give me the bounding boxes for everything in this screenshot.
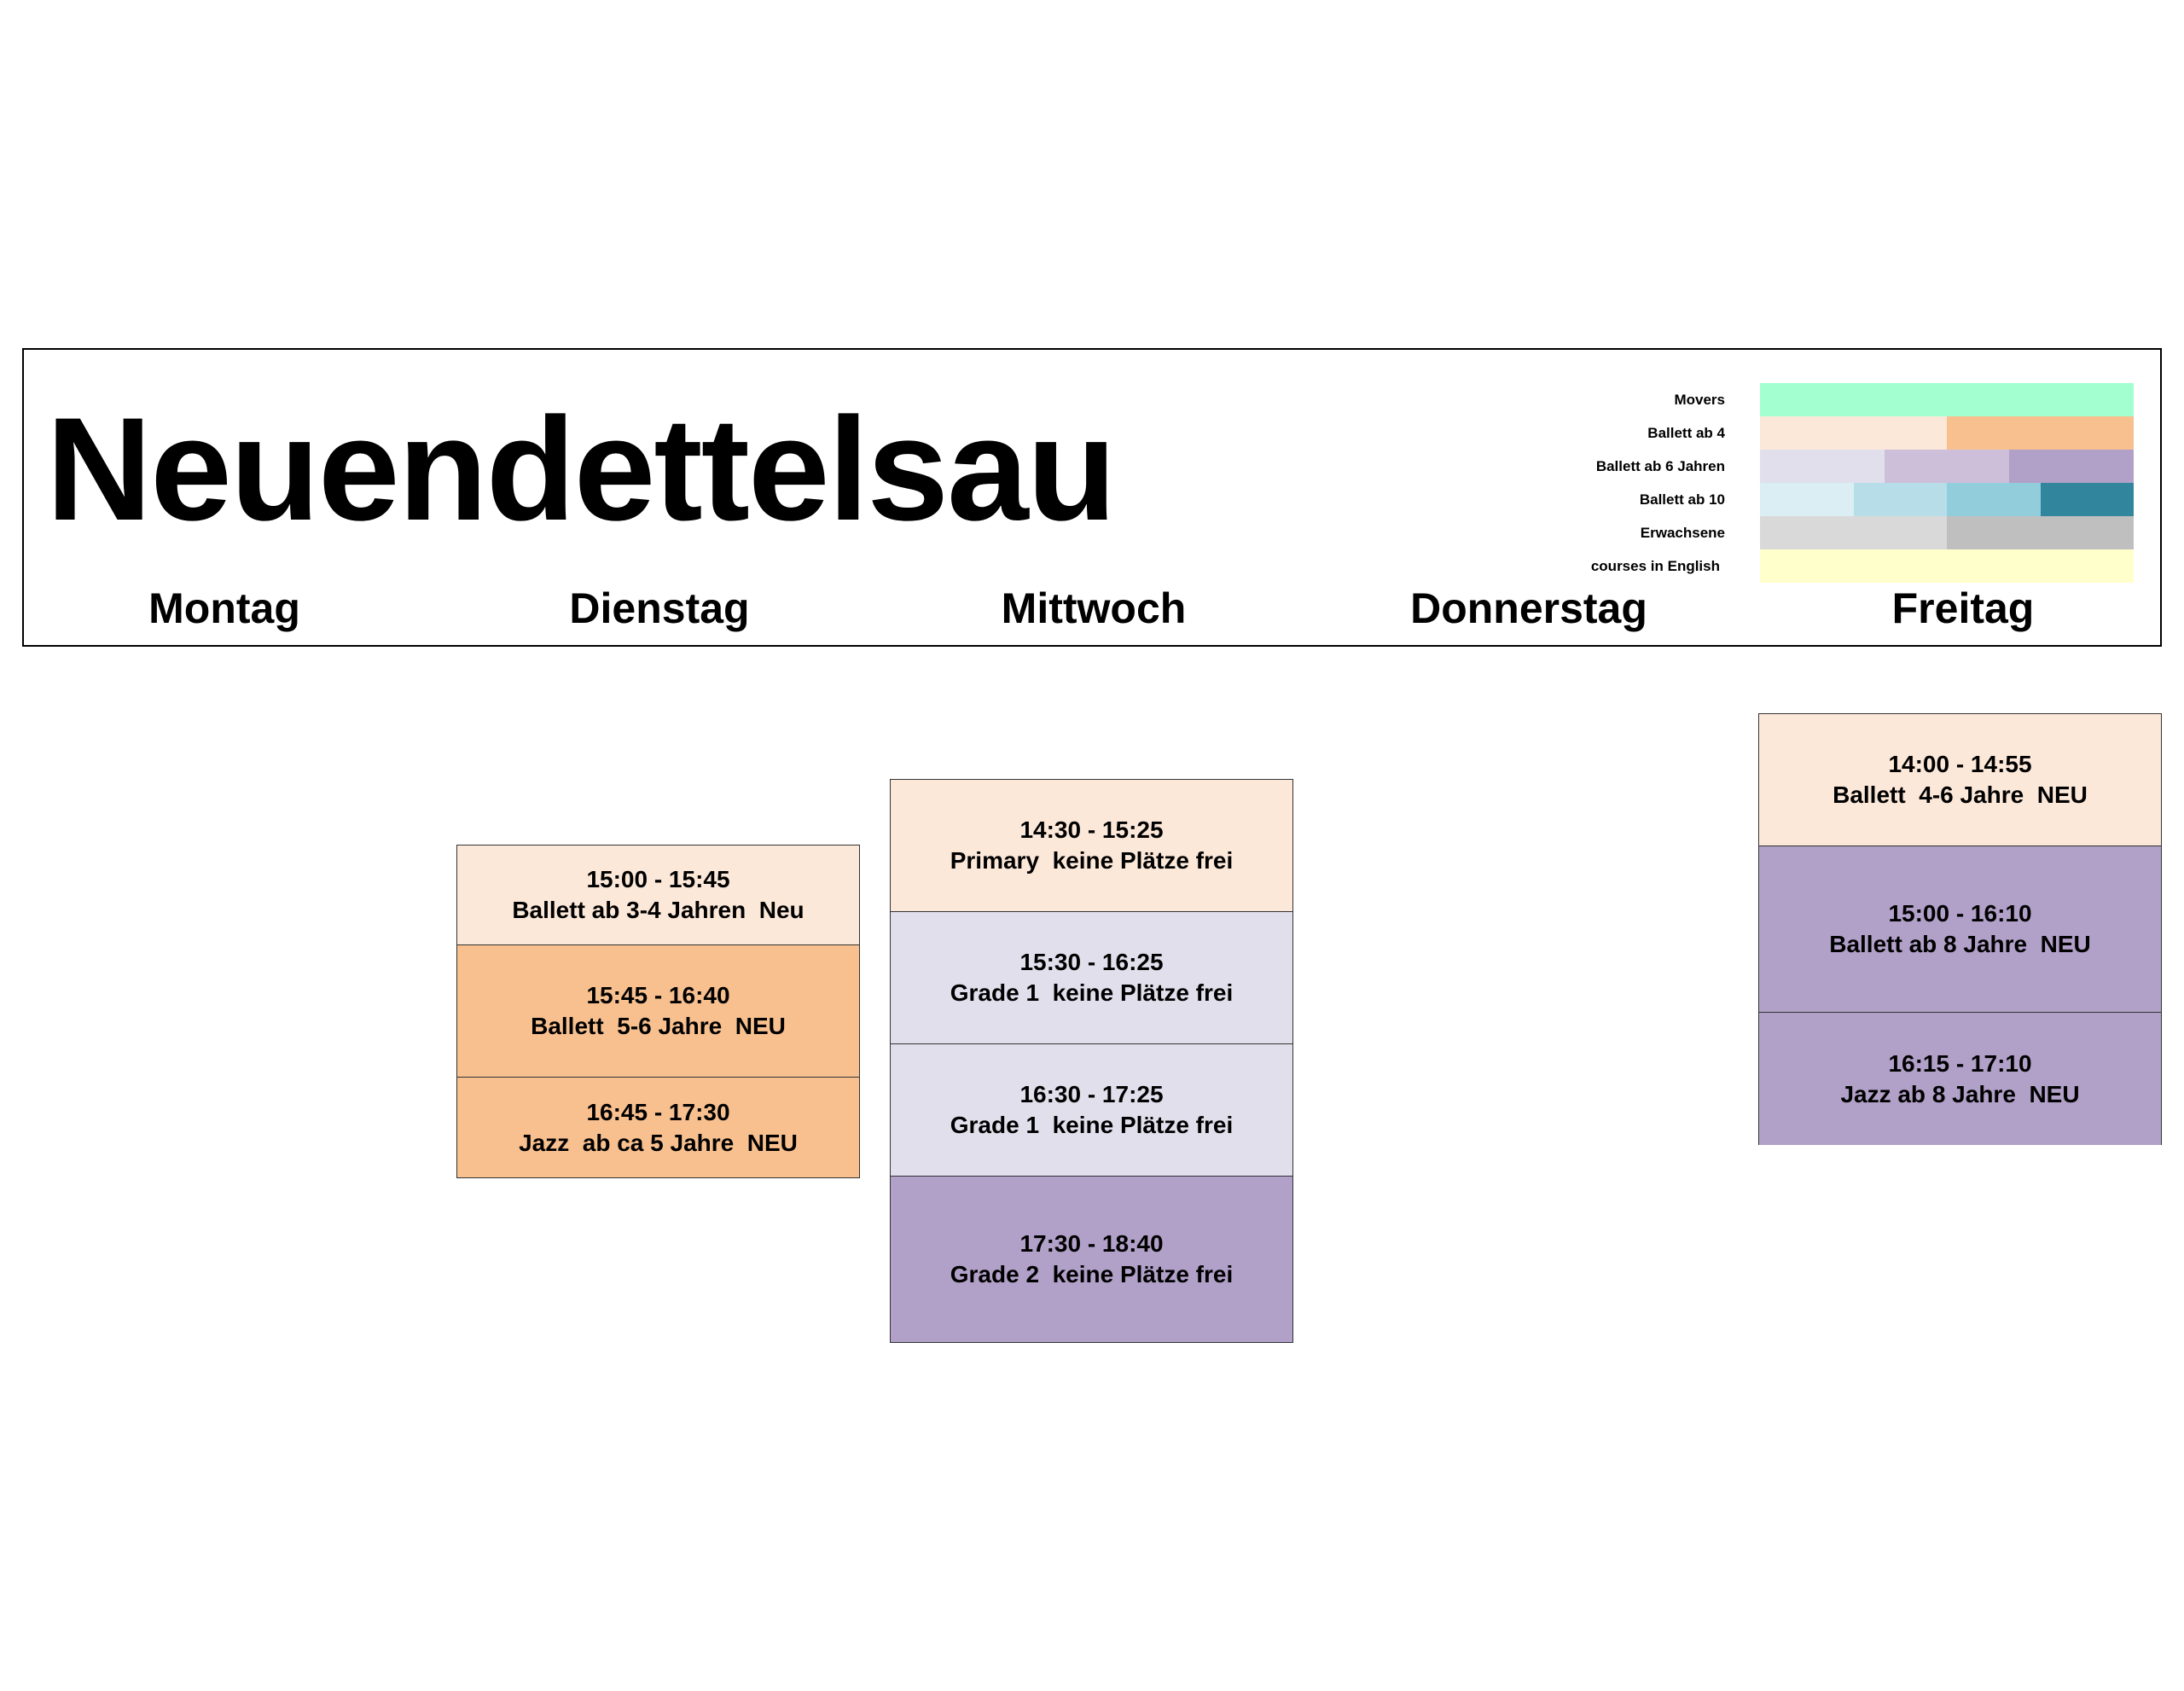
legend-swatch	[2009, 450, 2134, 483]
day-freitag: Freitag	[1891, 584, 2035, 632]
legend-swatch	[1760, 549, 2134, 583]
legend-swatch	[1760, 383, 2134, 416]
legend-swatch	[1947, 416, 2134, 450]
legend-swatch-row	[1760, 383, 2134, 416]
class-time: 16:15 - 17:10	[1888, 1049, 2032, 1077]
class-name: Primary keine Plätze frei	[950, 847, 1234, 874]
schedule-header: Neuendettelsau Movers Ballett ab 4 Balle…	[22, 348, 2162, 647]
legend-label: Movers	[1674, 392, 1725, 408]
legend-swatch	[1947, 516, 2134, 549]
class-name: Ballett ab 3-4 Jahren Neu	[512, 897, 804, 923]
legend-swatch-row	[1760, 450, 2134, 483]
class-name: Grade 1 keine Plätze frei	[950, 1112, 1234, 1138]
legend-label: Ballett ab 10	[1639, 491, 1725, 508]
legend-label: Ballett ab 4	[1647, 425, 1725, 441]
legend-labels: Movers Ballett ab 4 Ballett ab 6 Jahren …	[1469, 383, 1725, 588]
legend-swatch	[1885, 450, 2009, 483]
legend-swatch	[2040, 483, 2134, 516]
class-name: Jazz ab ca 5 Jahre NEU	[519, 1129, 798, 1156]
legend-label: courses in English	[1590, 558, 1720, 574]
class-time: 15:30 - 16:25	[1019, 949, 1164, 975]
class-time: 15:45 - 16:40	[586, 982, 730, 1008]
class-time: 14:30 - 15:25	[1019, 816, 1164, 843]
legend-swatch	[1947, 483, 2041, 516]
legend-swatch-row	[1760, 516, 2134, 549]
legend-swatch	[1760, 450, 1885, 483]
legend-swatch-row	[1760, 549, 2134, 583]
day-donnerstag: Donnerstag	[1410, 584, 1647, 632]
class-name: Jazz ab 8 Jahre NEU	[1840, 1080, 2080, 1107]
legend-swatch	[1853, 483, 1947, 516]
legend-swatch-row	[1760, 483, 2134, 516]
legend-swatches	[1760, 383, 2134, 583]
legend-swatch	[1760, 483, 1854, 516]
day-montag: Montag	[148, 584, 300, 632]
class-name: Ballett 5-6 Jahre NEU	[531, 1013, 786, 1039]
class-name: Ballett ab 8 Jahre NEU	[1829, 931, 2091, 957]
legend-swatch	[1760, 416, 1947, 450]
class-time: 14:00 - 14:55	[1888, 751, 2032, 777]
class-time: 17:30 - 18:40	[1019, 1230, 1164, 1257]
class-time: 16:30 - 17:25	[1019, 1081, 1164, 1107]
legend-label: Erwachsene	[1640, 525, 1725, 541]
class-time: 15:00 - 15:45	[586, 866, 730, 892]
page-title: Neuendettelsau	[46, 387, 1117, 551]
class-name: Grade 1 keine Plätze frei	[950, 979, 1234, 1006]
day-dienstag: Dienstag	[569, 584, 750, 632]
legend-swatch-row	[1760, 416, 2134, 450]
class-name: Ballett 4-6 Jahre NEU	[1833, 782, 2088, 808]
class-name: Grade 2 keine Plätze frei	[950, 1261, 1234, 1287]
legend-label: Ballett ab 6 Jahren	[1595, 458, 1725, 474]
day-mittwoch: Mittwoch	[1001, 584, 1187, 632]
legend-swatch	[1760, 516, 1947, 549]
class-time: 16:45 - 17:30	[586, 1098, 730, 1125]
class-time: 15:00 - 16:10	[1888, 900, 2032, 927]
